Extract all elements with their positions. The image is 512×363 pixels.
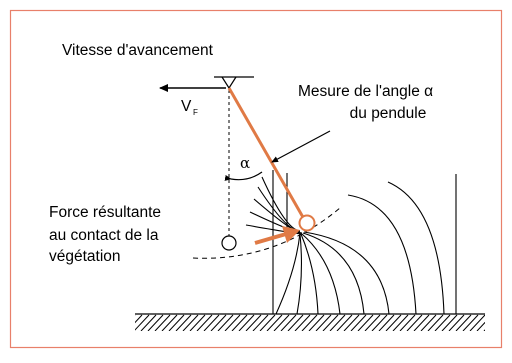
force-label-line3: végétation bbox=[49, 248, 121, 265]
angle-arc bbox=[224, 171, 263, 181]
rest-position-bob bbox=[221, 235, 237, 251]
pivot-mount bbox=[214, 76, 254, 90]
angle-measure-label-line1: Mesure de l'angle α bbox=[298, 83, 433, 100]
swing-arc bbox=[192, 207, 341, 259]
vegetation bbox=[245, 170, 457, 315]
velocity-subscript: F bbox=[193, 108, 198, 117]
force-arrow bbox=[254, 226, 300, 245]
pendulum-bob bbox=[298, 214, 316, 232]
frame-border bbox=[9, 9, 503, 349]
velocity-symbol: V bbox=[181, 98, 192, 115]
angle-measure-label-line2: du pendule bbox=[350, 105, 427, 122]
force-label-line1: Force résultante bbox=[49, 204, 161, 221]
pendulum-arm bbox=[227, 87, 306, 220]
speed-label: Vitesse d'avancement bbox=[62, 42, 214, 59]
force-label-line2: au contact de la bbox=[49, 227, 159, 244]
angle-measure-pointer bbox=[271, 130, 331, 163]
ground bbox=[135, 313, 485, 331]
angle-symbol: α bbox=[240, 154, 250, 172]
